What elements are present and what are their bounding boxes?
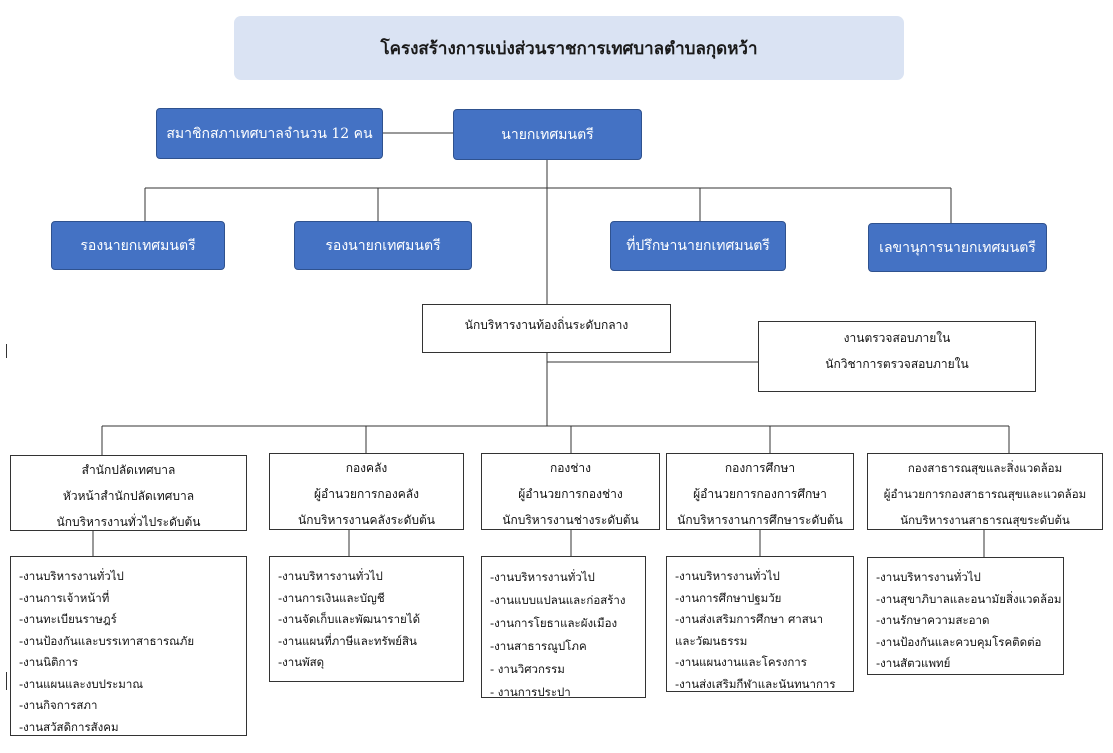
division-head: ผู้อำนวยการกองคลัง: [314, 487, 419, 501]
list-item: -งานแผนที่ภาษีและทรัพย์สิน: [278, 633, 417, 648]
division-name: กองช่าง: [549, 461, 592, 475]
list-item: -งานสวัสดิการสังคม: [19, 719, 119, 734]
advisor-box: ที่ปรึกษานายกเทศมนตรี: [610, 221, 786, 271]
list-item: -งานสัตวแพทย์: [876, 656, 951, 670]
division-level: นักบริหารงานการศึกษาระดับต้น: [677, 513, 843, 527]
list-item: -งานสุขาภิบาลและอนามัยสิ่งแวดล้อม: [876, 591, 1062, 606]
list-item: -งานแบบแปลนและก่อสร้าง: [490, 593, 626, 607]
division-header-finance: กองคลัง ผู้อำนวยการกองคลัง นักบริหารงานค…: [269, 453, 464, 530]
list-item: -งานบริหารงานทั่วไป: [675, 569, 780, 583]
list-item: -งานกิจการสภา: [19, 698, 98, 712]
division-head: หัวหน้าสำนักปลัดเทศบาล: [62, 489, 195, 503]
division-header-engineering: กองช่าง ผู้อำนวยการกองช่าง นักบริหารงานช…: [481, 453, 660, 530]
division-name: กองคลัง: [345, 461, 388, 475]
council-box: สมาชิกสภาเทศบาลจำนวน 12 คน: [156, 108, 383, 159]
list-item: -งานแผนและงบประมาณ: [19, 676, 144, 691]
list-item: -งานสาธารณูปโภค: [490, 639, 587, 653]
list-item: -งานบริหารงานทั่วไป: [278, 569, 383, 583]
list-item: -งานบริหารงานทั่วไป: [876, 570, 981, 584]
division-header-education: กองการศึกษา ผู้อำนวยการกองการศึกษา นักบร…: [666, 453, 854, 530]
division-name: กองสาธารณสุขและสิ่งแวดล้อม: [907, 461, 1063, 475]
list-item: -งานส่งเสริมการศึกษา ศาสนา: [675, 612, 824, 626]
list-item: -งานป้องกันและควบคุมโรคติดต่อ: [876, 634, 1042, 649]
list-item: -งานทะเบียนราษฎร์: [19, 612, 117, 626]
list-item: -งานบริหารงานทั่วไป: [490, 570, 595, 584]
deputy-mayor-box-1: รองนายกเทศมนตรี: [51, 221, 225, 270]
margin-mark: [6, 344, 7, 358]
task-list-education: -งานบริหารงานทั่วไป -งานการศึกษาปฐมวัย -…: [666, 556, 854, 692]
division-level: นักบริหารงานสาธารณสุขระดับต้น: [900, 513, 1070, 527]
list-item: -งานการเงินและบัญชี: [278, 590, 385, 605]
list-item: -งานการศึกษาปฐมวัย: [675, 590, 782, 605]
secretary-box: เลขานุการนายกเทศมนตรี: [868, 223, 1047, 272]
list-item: - งานการประปา: [490, 685, 571, 699]
chart-title: โครงสร้างการแบ่งส่วนราชการเทศบาลตำบลกุดห…: [234, 16, 904, 80]
division-level: นักบริหารงานทั่วไประดับต้น: [56, 515, 201, 529]
list-item: -งานบริหารงานทั่วไป: [19, 569, 124, 583]
list-item: -งานการโยธาและผังเมือง: [490, 616, 618, 630]
division-head: ผู้อำนวยการกองการศึกษา: [693, 487, 827, 501]
task-list-office: -งานบริหารงานทั่วไป -งานการเจ้าหน้าที่ -…: [10, 556, 247, 736]
task-list-engineering: -งานบริหารงานทั่วไป -งานแบบแปลนและก่อสร้…: [481, 556, 646, 699]
list-item: -งานนิติการ: [19, 655, 79, 669]
list-item: -งานพัสดุ: [278, 655, 325, 669]
audit-unit-label: งานตรวจสอบภายใน: [843, 331, 951, 345]
division-name: สำนักปลัดเทศบาล: [81, 463, 176, 477]
margin-mark: [6, 672, 7, 690]
division-header-office: สำนักปลัดเทศบาล หัวหน้าสำนักปลัดเทศบาล น…: [10, 455, 247, 531]
internal-audit-box: งานตรวจสอบภายใน นักวิชาการตรวจสอบภายใน: [758, 321, 1036, 392]
list-item: -งานป้องกันและบรรเทาสาธารณภัย: [19, 633, 195, 648]
list-item: -งานแผนงานและโครงการ: [675, 655, 807, 669]
division-head: ผู้อำนวยการกองช่าง: [518, 487, 623, 501]
list-item: -งานรักษาความสะอาด: [876, 613, 990, 627]
list-item: - งานวิศวกรรม: [490, 662, 565, 676]
division-name: กองการศึกษา: [724, 461, 796, 475]
list-item: -งานการเจ้าหน้าที่: [19, 590, 110, 605]
list-item: และวัฒนธรรม: [675, 633, 748, 648]
list-item: -งานจัดเก็บและพัฒนารายได้: [278, 612, 421, 626]
task-list-public-health: -งานบริหารงานทั่วไป -งานสุขาภิบาลและอนาม…: [867, 557, 1064, 675]
division-header-public-health: กองสาธารณสุขและสิ่งแวดล้อม ผู้อำนวยการกอ…: [867, 453, 1103, 530]
chief-admin-box: นักบริหารงานท้องถิ่นระดับกลาง: [422, 304, 671, 353]
list-item: -งานส่งเสริมกีฬาและนันทนาการ: [675, 676, 836, 691]
deputy-mayor-box-2: รองนายกเทศมนตรี: [294, 221, 472, 270]
division-level: นักบริหารงานคลังระดับต้น: [298, 513, 435, 527]
mayor-box: นายกเทศมนตรี: [453, 109, 642, 160]
division-head: ผู้อำนวยการกองสาธารณสุขและแวดล้อม: [883, 487, 1087, 501]
task-list-finance: -งานบริหารงานทั่วไป -งานการเงินและบัญชี …: [269, 556, 464, 682]
chief-admin-label: นักบริหารงานท้องถิ่นระดับกลาง: [464, 318, 629, 332]
division-level: นักบริหารงานช่างระดับต้น: [502, 513, 639, 527]
audit-officer-label: นักวิชาการตรวจสอบภายใน: [825, 357, 969, 371]
